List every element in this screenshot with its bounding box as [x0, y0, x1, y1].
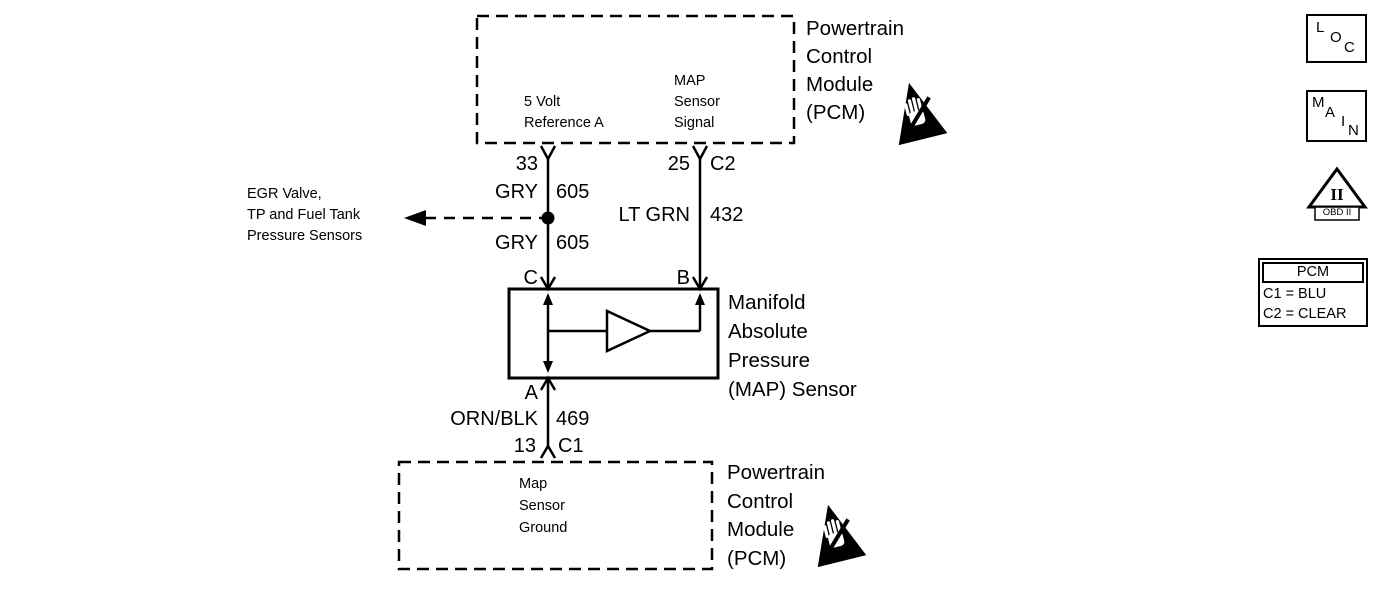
wire-map-signal	[691, 145, 709, 292]
circuit-469: 469	[556, 408, 590, 430]
pin-33-label: 33	[515, 153, 538, 175]
main-letter-m: M	[1312, 94, 1325, 111]
main-letter-i: I	[1341, 113, 1346, 130]
terminal-c-label: C	[523, 267, 538, 289]
connector-chevron-terminal-a	[539, 375, 557, 391]
circuit-605-upper: 605	[556, 181, 590, 203]
five-volt-reference-label: 5 Volt Reference A	[524, 94, 604, 131]
main-letter-a: A	[1325, 104, 1336, 121]
terminal-a-label: A	[524, 382, 538, 404]
connector-chevron-pin25	[691, 145, 709, 162]
pin-13-label: 13	[513, 435, 536, 457]
wire-color-ornblk: ORN/BLK	[450, 408, 538, 430]
opamp-triangle	[605, 309, 653, 353]
connector-c1-label: C1	[558, 435, 584, 457]
obd-ii-icon	[1306, 166, 1368, 221]
terminal-b-label: B	[676, 267, 690, 289]
arrowhead-down-a	[543, 361, 553, 373]
obd-ii-label: OBD II	[1322, 207, 1352, 218]
circuit-432: 432	[710, 204, 744, 226]
connector-chevron-terminal-b	[691, 276, 709, 292]
wire-color-gry-lower: GRY	[495, 232, 538, 254]
connector-c2-label: C2	[710, 153, 736, 175]
pcm-bottom-box	[397, 460, 714, 571]
main-letter-n: N	[1348, 122, 1359, 139]
connector-chevron-pin33	[539, 145, 557, 162]
arrowhead-left	[404, 210, 426, 226]
loc-letter-c: C	[1344, 39, 1355, 56]
pcm-connector-table: PCM C1 = BLU C2 = CLEAR	[1258, 258, 1368, 327]
loc-letter-o: O	[1330, 29, 1342, 46]
map-sensor-box	[507, 287, 720, 380]
arrowhead-up-b	[695, 293, 705, 305]
egr-branch-note: EGR Valve, TP and Fuel Tank Pressure Sen…	[247, 186, 363, 244]
wire-sensor-ground	[539, 375, 557, 459]
egr-branch-arrow	[404, 210, 548, 226]
obd-ii-numeral: II	[1330, 185, 1344, 204]
connector-chevron-pin13	[539, 443, 557, 459]
map-sensor-signal-label: MAP Sensor Signal	[674, 73, 720, 131]
main-tag: M A I N	[1306, 90, 1367, 142]
pcm-top-box	[475, 14, 796, 145]
pcm-top-title: Powertrain Control Module (PCM)	[806, 17, 904, 124]
wire-color-ltgrn: LT GRN	[618, 204, 691, 226]
wire-color-gry-upper: GRY	[495, 181, 538, 203]
connector-chevron-terminal-c	[539, 276, 557, 292]
map-sensor-ground-label: Map Sensor Ground	[519, 476, 568, 536]
pcm-table-row-c1: C1 = BLU	[1263, 286, 1327, 302]
circuit-605-lower: 605	[556, 232, 590, 254]
loc-tag: L O C	[1306, 14, 1367, 63]
pcm-table-title: PCM	[1262, 262, 1364, 283]
pcm-bottom-title: Powertrain Control Module (PCM)	[727, 461, 825, 570]
pcm-table-row-c2: C2 = CLEAR	[1263, 306, 1347, 322]
arrowhead-up-c	[543, 293, 553, 305]
pin-25-label: 25	[667, 153, 690, 175]
map-sensor-title: Manifold Absolute Pressure (MAP) Sensor	[728, 291, 857, 401]
amplifier-symbol	[543, 293, 705, 373]
loc-letter-l: L	[1316, 19, 1325, 36]
